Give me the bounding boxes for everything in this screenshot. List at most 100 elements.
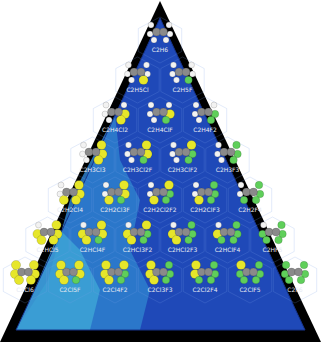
atom-sphere <box>142 220 151 229</box>
atom-sphere <box>102 111 108 117</box>
atom-sphere <box>189 62 195 68</box>
atom-sphere <box>137 68 145 76</box>
molecule <box>57 180 85 204</box>
atom-sphere <box>59 195 68 204</box>
light-region <box>16 115 150 330</box>
atom-sphere <box>72 276 80 284</box>
hex-cell <box>48 177 91 223</box>
molecule <box>192 102 219 124</box>
atom-sphere <box>125 151 131 157</box>
atom-sphere <box>165 261 173 269</box>
atom-sphere <box>151 37 157 43</box>
atom-sphere <box>151 117 157 123</box>
hex-cell <box>161 57 204 103</box>
atom-sphere <box>119 260 128 269</box>
atom-sphere <box>278 221 286 229</box>
atom-sphere <box>139 75 148 84</box>
atom-sphere <box>205 268 213 276</box>
formula-label: C2Cl5F <box>59 286 80 293</box>
atom-sphere <box>191 260 200 269</box>
hex-cell <box>138 177 181 223</box>
formula-label: C2H3F3 <box>216 166 240 173</box>
formula-label: C2H2Cl3F <box>100 206 129 213</box>
hex-cell <box>206 137 249 183</box>
atom-sphere <box>125 71 131 77</box>
atom-sphere <box>295 268 303 276</box>
atom-sphere <box>70 268 78 276</box>
formula-label: C2H4F2 <box>193 126 217 133</box>
atom-sphere <box>171 142 177 148</box>
formula-label: C2Cl6 <box>16 286 34 293</box>
formula-label: C2ClF5 <box>239 286 260 293</box>
atom-sphere <box>115 268 123 276</box>
atom-sphere <box>240 196 248 204</box>
formula-label: C2HF5 <box>263 246 283 253</box>
atom-sphere <box>70 188 78 196</box>
atom-sphere <box>210 181 218 189</box>
atom-sphere <box>49 235 58 244</box>
hex-cell <box>93 97 136 143</box>
molecule <box>168 221 196 244</box>
atom-sphere <box>230 156 238 164</box>
atom-sphere <box>265 228 273 236</box>
hex-grid <box>3 17 316 303</box>
atom-sphere <box>74 260 83 269</box>
molecule <box>190 260 218 283</box>
atom-sphere <box>216 142 222 148</box>
atom-sphere <box>275 236 283 244</box>
hex-cell <box>273 257 316 303</box>
molecule <box>102 180 130 204</box>
atom-sphere <box>142 140 151 149</box>
formula-label: C2H2ClF3 <box>190 206 219 213</box>
atom-sphere <box>92 228 100 236</box>
formula-label: C2HCl3F2 <box>123 246 152 253</box>
atom-sphere <box>137 148 145 156</box>
atom-sphere <box>238 182 244 188</box>
formula-label: C2HCl4F <box>80 246 106 253</box>
hex-cell <box>228 257 271 303</box>
atom-sphere <box>166 102 172 108</box>
atom-sphere <box>215 151 221 157</box>
formula-label: C2H4Cl2 <box>102 126 128 133</box>
atom-sphere <box>146 260 155 269</box>
atom-sphere <box>233 141 241 149</box>
atom-sphere <box>147 31 153 37</box>
atom-sphere <box>148 102 154 108</box>
atom-sphere <box>285 276 293 284</box>
atom-sphere <box>58 182 64 188</box>
formula-label: C2H3ClF2 <box>168 166 197 173</box>
atom-sphere <box>71 195 80 204</box>
molecule <box>102 102 130 125</box>
atom-sphere <box>172 235 181 244</box>
atom-sphere <box>261 222 267 228</box>
atom-sphere <box>144 62 150 68</box>
atom-sphere <box>297 276 305 284</box>
hex-cell <box>116 217 159 263</box>
atom-sphere <box>121 102 127 108</box>
formula-label: C2H4ClF <box>147 126 173 133</box>
atom-sphere <box>104 195 113 204</box>
atom-sphere <box>174 157 180 163</box>
inner-triangle <box>16 18 305 330</box>
atom-sphere <box>182 68 190 76</box>
hex-cell <box>71 217 114 263</box>
formula-label: C2H2Cl2F2 <box>143 206 176 213</box>
hex-cell <box>183 177 226 223</box>
atom-sphere <box>26 275 35 284</box>
atom-sphere <box>11 260 20 269</box>
atom-sphere <box>187 140 196 149</box>
atom-sphere <box>185 76 193 84</box>
atom-sphere <box>188 221 196 229</box>
atom-sphere <box>252 276 260 284</box>
molecule <box>147 102 175 124</box>
atom-sphere <box>148 182 154 188</box>
atom-sphere <box>160 188 168 196</box>
atom-sphere <box>56 260 65 269</box>
atom-sphere <box>182 228 190 236</box>
atom-sphere <box>18 268 26 276</box>
formula-label: C2F6 <box>287 286 302 293</box>
molecule <box>147 22 173 43</box>
atom-sphere <box>170 151 176 157</box>
atom-sphere <box>288 268 296 276</box>
